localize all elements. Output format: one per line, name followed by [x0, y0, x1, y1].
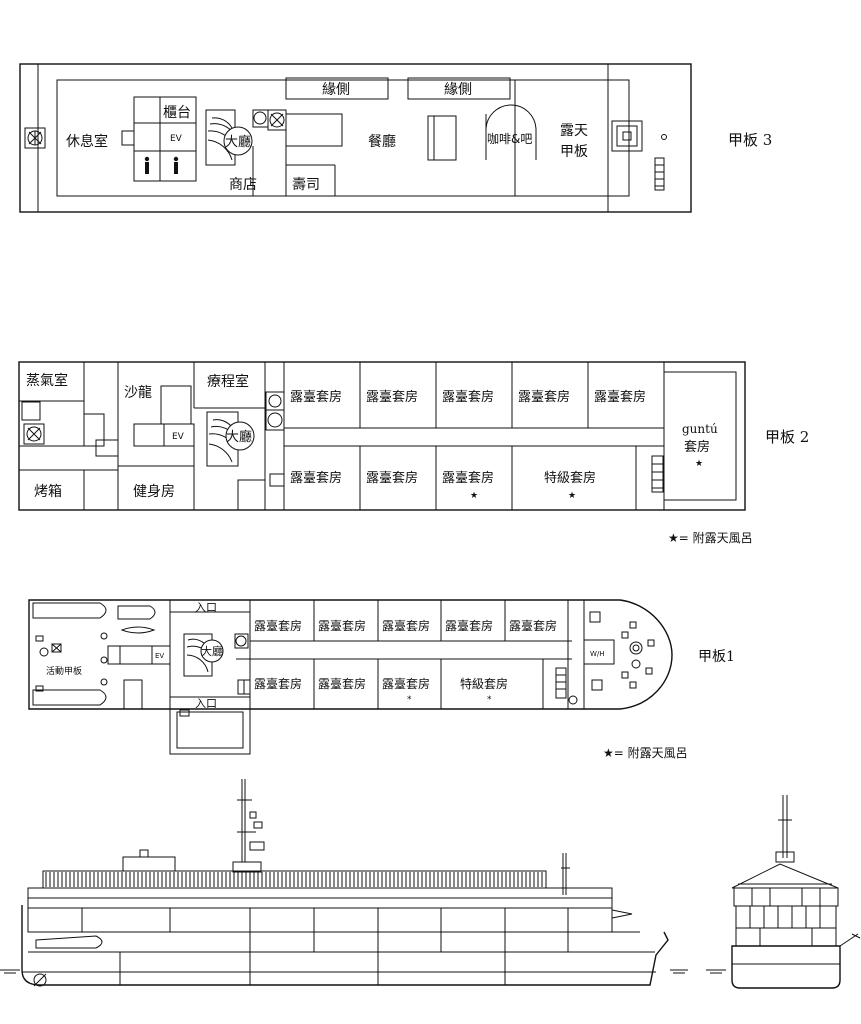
deck1-suites-bottom: 露臺套房 露臺套房 露臺套房 特級套房 * * — [254, 676, 508, 705]
lifeboat-icon — [32, 602, 156, 706]
deck3-open-deck-line2: 甲板 — [560, 144, 588, 160]
deck2-hull — [18, 361, 746, 511]
deck2-suites-bottom: 露臺套房 露臺套房 露臺套房 特級套房 ★ ★ — [290, 470, 596, 501]
suite-label: 露臺套房 — [442, 470, 494, 486]
deck3-lounge-label: 休息室 — [66, 133, 108, 150]
deck3-engawa2-label: 緣側 — [444, 82, 472, 98]
deck3-open-deck-line1: 露天 — [560, 123, 588, 139]
deck3-restaurant-label: 餐廳 — [368, 133, 396, 150]
deck3-hull — [19, 63, 692, 213]
suite-label: 露臺套房 — [366, 389, 418, 405]
ladder-icon — [555, 667, 567, 699]
suite-label: 露臺套房 — [509, 618, 557, 633]
suite-label: 露臺套房 — [318, 676, 366, 691]
deck3-shop-label: 商店 — [229, 177, 257, 193]
deck3-sushi-label: 壽司 — [292, 177, 320, 193]
bath-star: ★ — [568, 491, 576, 501]
side-elevation — [0, 779, 688, 987]
suite-label: 露臺套房 — [442, 389, 494, 405]
deck3-plan: 休息室 櫃台 EV 大廳 — [19, 63, 772, 213]
suite-label: 露臺套房 — [254, 618, 302, 633]
deck1-legend: ★= 附露天風呂 — [603, 746, 688, 760]
bath-star: ★ — [470, 491, 478, 501]
bath-star: ★ — [695, 459, 703, 469]
ladder-icon — [651, 455, 664, 493]
deck2-sauna-label: 烤箱 — [34, 484, 62, 500]
deck2-lobby-label: 大廳 — [226, 429, 252, 445]
deck2-salon-label: 沙龍 — [124, 384, 152, 401]
deck2-suites-top: 露臺套房 露臺套房 露臺套房 露臺套房 露臺套房 — [290, 389, 646, 405]
front-elevation — [706, 795, 861, 989]
deck1-activity-deck-label: 活動甲板 — [46, 665, 82, 677]
deck2-legend: ★= 附露天風呂 — [668, 531, 753, 545]
deck1-suites-top: 露臺套房 露臺套房 露臺套房 露臺套房 露臺套房 — [254, 618, 557, 633]
deck1-entrance-top: 入口 — [195, 601, 217, 614]
deck1-wh-label: W/H — [590, 650, 605, 658]
suite-label: 特級套房 — [460, 676, 508, 691]
fan-icon — [23, 423, 45, 445]
suite-label: 特級套房 — [544, 470, 596, 486]
hull — [21, 905, 669, 986]
deck1-entrance-bottom: 入口 — [195, 697, 217, 710]
suite-label: 露臺套房 — [254, 676, 302, 691]
suite-label: 露臺套房 — [445, 618, 493, 633]
deck3-label: 甲板 3 — [728, 131, 772, 149]
deck1-plan: 活動甲板 EV 入口 入口 大廳 — [28, 599, 735, 760]
deck1-hull — [28, 599, 673, 710]
deck2-plan: 蒸氣室 烤箱 沙龍 EV 健身房 療程室 大廳 — [18, 361, 809, 545]
deck3-counter-label: 櫃台 — [163, 105, 191, 121]
suite-label: 露臺套房 — [382, 676, 430, 691]
railing — [45, 872, 543, 887]
deck3-elevator-label: EV — [170, 134, 183, 144]
deck2-gym-label: 健身房 — [133, 484, 175, 500]
deck2-guntu-line2: 套房 — [684, 439, 710, 455]
deck2-steam-room-label: 蒸氣室 — [26, 372, 68, 389]
suite-label: 露臺套房 — [382, 618, 430, 633]
suite-label: 露臺套房 — [594, 389, 646, 405]
suite-label: 露臺套房 — [366, 470, 418, 486]
suite-label: 露臺套房 — [290, 470, 342, 486]
deck1-label: 甲板1 — [698, 649, 735, 665]
suite-label: 露臺套房 — [518, 389, 570, 405]
deck2-guntu-line1: guntú — [682, 422, 718, 436]
deck2-treatment-label: 療程室 — [207, 373, 249, 390]
deck3-engawa1-label: 緣側 — [322, 82, 350, 98]
ladder-icon — [654, 157, 665, 191]
deck3-lobby-label: 大廳 — [225, 134, 251, 150]
bath-star: * — [487, 695, 492, 705]
deck1-elevator-label: EV — [155, 652, 164, 660]
deck1-lobby-label: 大廳 — [201, 644, 223, 658]
suite-label: 露臺套房 — [318, 618, 366, 633]
deck2-label: 甲板 2 — [765, 428, 809, 446]
fan-icon — [24, 127, 46, 149]
deck3-cafe-label: 咖啡&吧 — [487, 131, 532, 146]
bath-star: * — [407, 695, 412, 705]
deck2-elevator-label: EV — [172, 432, 185, 442]
winch-icon — [621, 621, 655, 689]
toilet-icon — [144, 156, 179, 174]
suite-label: 露臺套房 — [290, 389, 342, 405]
